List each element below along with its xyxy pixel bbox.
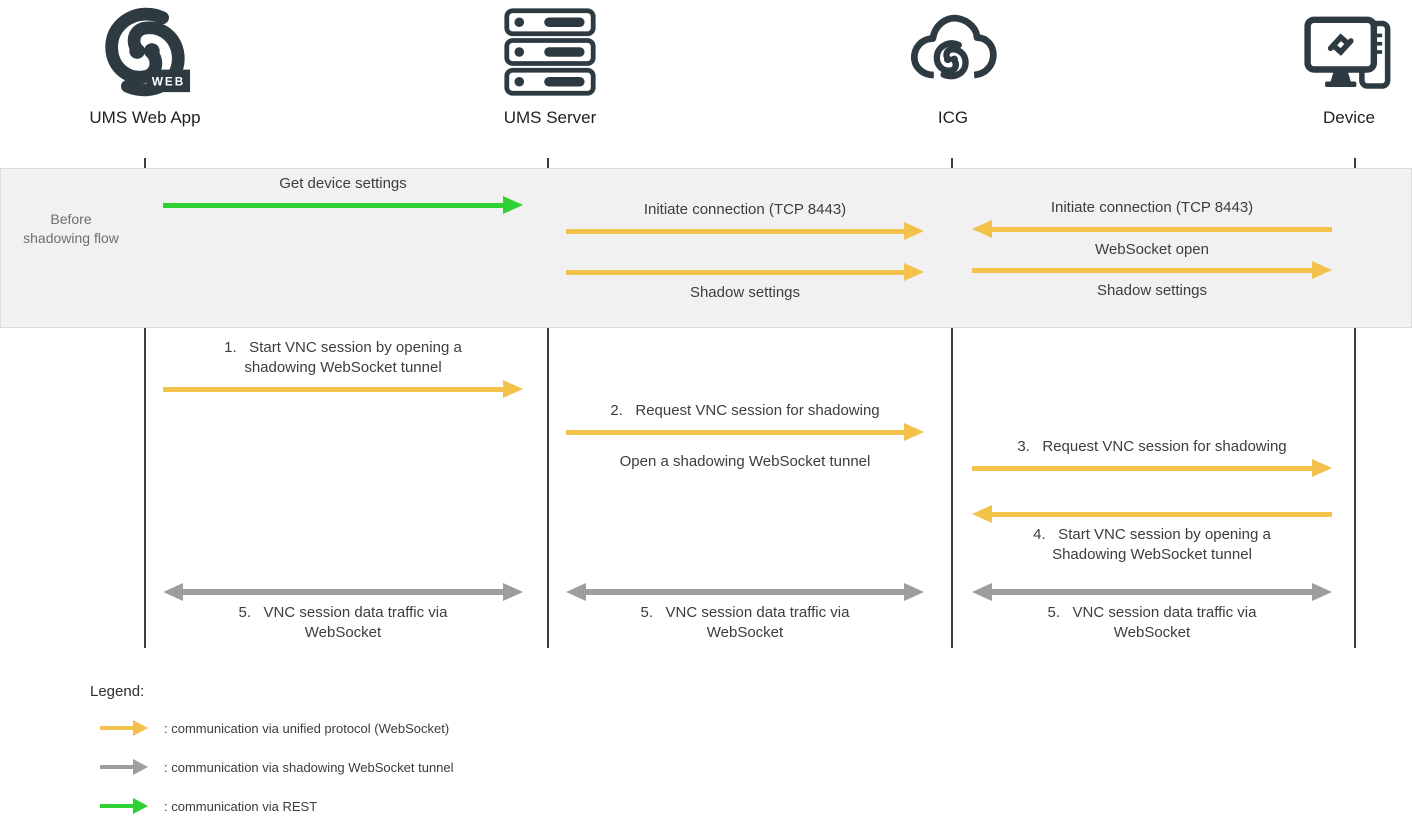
legend-item-label: : communication via REST (164, 798, 318, 814)
actor-label-ums-server: UMS Server (503, 108, 597, 127)
message-get-device-settings: Get device settings (163, 174, 523, 216)
message-step5-vnc-traffic-1: 5. VNC session data traffic via WebSocke… (163, 581, 523, 643)
legend-arrow-yellow-icon (100, 720, 148, 736)
actor-ums-server: UMS Server (440, 4, 660, 128)
message-label: Initiate connection (TCP 8443) (643, 201, 847, 218)
message-step4-start-vnc: 4. Start VNC session by opening a Shadow… (972, 503, 1332, 565)
arrow-right-yellow (566, 423, 924, 441)
server-stack-icon (502, 4, 598, 100)
actor-label-ums-web-app: UMS Web App (89, 108, 201, 127)
message-initiate-connection-device: Initiate connection (TCP 8443) WebSocket… (972, 198, 1332, 260)
actor-label-icg: ICG (937, 108, 969, 127)
message-label: Shadow settings (1096, 282, 1208, 299)
message-label: Shadow settings (689, 284, 801, 301)
arrow-right-yellow (972, 459, 1332, 477)
arrow-both-gray (972, 583, 1332, 601)
lifeline-device (1354, 158, 1356, 648)
lifeline-ums-server (547, 158, 549, 648)
message-step3-request-vnc: 3. Request VNC session for shadowing (972, 437, 1332, 479)
message-label: 5. VNC session data traffic via WebSocke… (238, 604, 448, 641)
message-label: 2. Request VNC session for shadowing (610, 402, 880, 419)
message-shadow-settings-device: Shadow settings (972, 259, 1332, 301)
message-label: Open a shadowing WebSocket tunnel (619, 453, 871, 470)
legend-arrow-gray-icon (100, 759, 148, 775)
legend-arrow-green-icon (100, 798, 148, 814)
message-label: Initiate connection (TCP 8443) (1050, 199, 1254, 216)
arrow-both-gray (163, 583, 523, 601)
message-label: 5. VNC session data traffic via WebSocke… (640, 604, 850, 641)
message-step1-start-vnc: 1. Start VNC session by opening a shadow… (163, 338, 523, 400)
message-label: 1. Start VNC session by opening a shadow… (224, 339, 462, 376)
arrow-right-yellow (566, 263, 924, 281)
cloud-gateway-icon (905, 4, 1001, 100)
before-shadowing-band (0, 168, 1412, 328)
legend-title: Legend: (90, 683, 145, 700)
before-shadowing-band-label: Before shadowing flow (23, 211, 119, 246)
legend-item-label: : communication via shadowing WebSocket … (164, 759, 454, 775)
message-initiate-connection-server: Initiate connection (TCP 8443) (566, 200, 924, 242)
arrow-left-yellow (972, 220, 1332, 238)
actor-ums-web-app: WEB UMS Web App (35, 4, 255, 128)
legend-item-unified: : communication via unified protocol (We… (100, 720, 449, 736)
message-label: WebSocket open (1095, 241, 1209, 258)
lifeline-icg (951, 158, 953, 648)
arrow-right-yellow (163, 380, 523, 398)
igel-web-logo-icon: WEB (98, 4, 192, 100)
message-shadow-settings-server: Shadow settings (566, 261, 924, 303)
actor-device: Device (1239, 4, 1412, 128)
arrow-right-yellow (566, 222, 924, 240)
svg-text:WEB: WEB (152, 75, 185, 88)
legend-item-rest: : communication via REST (100, 798, 317, 814)
actor-label-device: Device (1323, 108, 1375, 127)
arrow-right-yellow (972, 261, 1332, 279)
message-step5-vnc-traffic-3: 5. VNC session data traffic via WebSocke… (972, 581, 1332, 643)
legend-item-label: : communication via unified protocol (We… (164, 720, 450, 736)
message-step5-vnc-traffic-2: 5. VNC session data traffic via WebSocke… (566, 581, 924, 643)
arrow-left-yellow (972, 505, 1332, 523)
arrow-both-gray (566, 583, 924, 601)
message-step2-request-vnc: 2. Request VNC session for shadowing Ope… (566, 401, 924, 472)
lifeline-ums-web-app (144, 158, 146, 648)
message-label: 5. VNC session data traffic via WebSocke… (1047, 604, 1257, 641)
actor-icg: ICG (843, 4, 1063, 128)
message-label: 4. Start VNC session by opening a Shadow… (1033, 526, 1271, 563)
arrow-right-green (163, 196, 523, 214)
message-label: Get device settings (279, 175, 407, 192)
legend-item-tunnel: : communication via shadowing WebSocket … (100, 759, 454, 775)
device-monitor-icon (1303, 4, 1395, 100)
message-label: 3. Request VNC session for shadowing (1017, 438, 1287, 455)
